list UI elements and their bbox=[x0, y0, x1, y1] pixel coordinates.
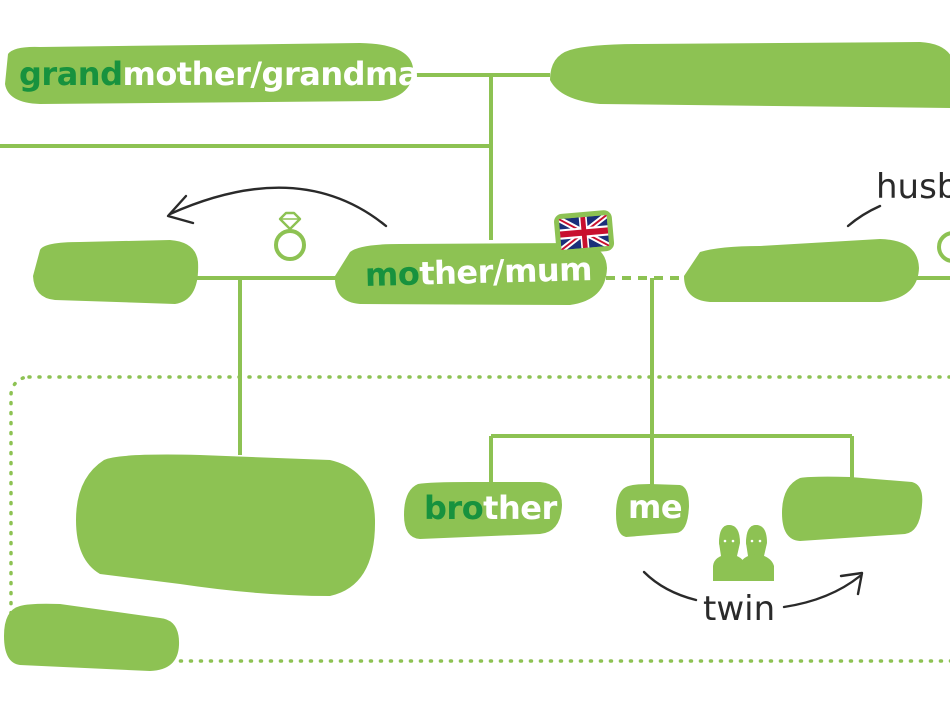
mother-node bbox=[334, 243, 607, 305]
grandmother-node bbox=[5, 43, 414, 104]
husband-annotation: husb bbox=[876, 167, 950, 207]
brother-node bbox=[404, 482, 562, 539]
immediate-family-dotted-box bbox=[9, 375, 950, 663]
brother-label-highlight: bro bbox=[424, 489, 484, 527]
ring-icon-partial bbox=[937, 231, 950, 263]
twin-annotation: twin bbox=[703, 589, 776, 629]
mother-label-highlight: mo bbox=[364, 254, 420, 294]
sister-node bbox=[782, 476, 923, 541]
left-arrowhead bbox=[166, 194, 195, 225]
uk-flag-icon bbox=[554, 210, 615, 255]
grandmother-label: grandmother/grandma bbox=[19, 58, 419, 90]
father-node bbox=[684, 239, 919, 302]
twins-icon bbox=[713, 525, 774, 581]
aunt-node bbox=[33, 240, 199, 304]
annotation-arrows bbox=[166, 186, 882, 609]
twin-arrowhead bbox=[839, 571, 864, 596]
brother-label: brother bbox=[424, 492, 557, 524]
node-blobs bbox=[4, 42, 950, 671]
mother-label: mother/mum bbox=[364, 250, 593, 294]
twin-arrow-right bbox=[782, 574, 862, 609]
brother-label-rest: ther bbox=[483, 489, 557, 527]
left-arrow bbox=[168, 186, 388, 228]
mother-label-rest: ther/mum bbox=[418, 250, 593, 293]
me-label: me bbox=[628, 488, 683, 526]
grandmother-label-rest: mother/grandma bbox=[122, 55, 419, 93]
me-node bbox=[616, 484, 689, 537]
husband-pointer-line bbox=[846, 204, 882, 228]
wedding-ring-icon bbox=[274, 211, 306, 261]
grandmother-label-highlight: grand bbox=[19, 55, 123, 93]
cousin-lower-node bbox=[4, 603, 180, 671]
cousin-node bbox=[76, 454, 376, 596]
grandfather-node bbox=[550, 42, 950, 108]
connector-lines bbox=[0, 73, 950, 488]
twin-arrow-left bbox=[642, 570, 698, 602]
